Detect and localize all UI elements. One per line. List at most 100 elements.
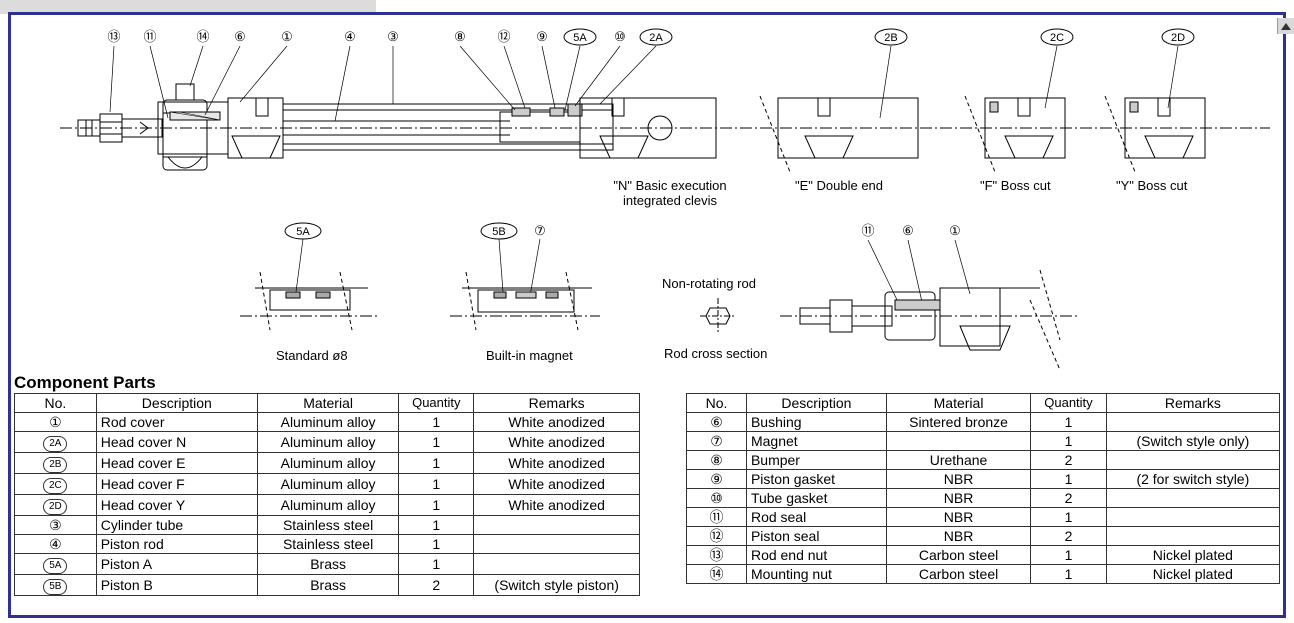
- scroll-up-button[interactable]: [1277, 18, 1294, 34]
- part-material: NBR: [885, 488, 1032, 508]
- table-row: ⑫ Piston seal NBR 2: [686, 526, 1281, 546]
- callout-13: ⑬: [107, 29, 120, 44]
- part-description: Head cover F: [95, 473, 258, 495]
- top-gray-bar: [0, 0, 376, 14]
- part-description: Piston gasket: [745, 469, 887, 489]
- part-no-badge: 2C: [43, 478, 68, 494]
- svg-text:5B: 5B: [492, 226, 505, 238]
- svg-text:⑥: ⑥: [902, 223, 914, 238]
- part-quantity: 1: [398, 494, 475, 516]
- part-no: ⑦: [686, 431, 747, 451]
- part-description: Magnet: [745, 431, 887, 451]
- callout-2d: 2D: [1171, 32, 1185, 44]
- part-description: Rod cover: [95, 412, 258, 432]
- part-material: NBR: [885, 507, 1032, 527]
- part-no: ⑨: [686, 469, 747, 489]
- callout-2a: 2A: [649, 32, 663, 44]
- part-material: Brass: [256, 574, 400, 596]
- parts-table-left: No. Description Material Quantity Remark…: [14, 393, 640, 596]
- part-no: ⑬: [686, 545, 747, 565]
- view-n-label: "N" Basic execution integrated clevis: [590, 178, 750, 208]
- table-row: ⑬ Rod end nut Carbon steel 1 Nickel plat…: [686, 545, 1281, 565]
- table-row: ⑧ Bumper Urethane 2: [686, 450, 1281, 470]
- view-n-label-line1: "N" Basic execution: [613, 178, 727, 193]
- part-remarks: (Switch style piston): [473, 574, 640, 596]
- part-remarks: White anodized: [473, 431, 640, 453]
- callout-5a: 5A: [573, 32, 587, 44]
- header-remarks: Remarks: [473, 393, 640, 413]
- part-remarks: (Switch style only): [1105, 431, 1281, 451]
- view-e: [759, 95, 919, 173]
- part-no-badge: 5B: [43, 579, 68, 595]
- table-row: 2A Head cover N Aluminum alloy 1 White a…: [14, 431, 640, 453]
- part-material: Aluminum alloy: [256, 494, 400, 516]
- non-rotating-rod-label: Non-rotating rod: [662, 276, 756, 291]
- part-material: Aluminum alloy: [256, 473, 400, 495]
- table-row: 2D Head cover Y Aluminum alloy 1 White a…: [14, 494, 640, 516]
- header-material: Material: [256, 393, 400, 413]
- callout-1: ①: [281, 29, 293, 44]
- part-remarks: White anodized: [473, 494, 640, 516]
- callout-11: ⑪: [143, 29, 156, 44]
- mounting-nut: [162, 83, 208, 171]
- header-description: Description: [745, 393, 887, 413]
- table-header-row: No. Description Material Quantity Remark…: [14, 393, 640, 413]
- part-material: Aluminum alloy: [256, 412, 400, 432]
- part-no: ⑩: [686, 488, 747, 508]
- part-description: Rod seal: [745, 507, 887, 527]
- svg-text:①: ①: [949, 223, 961, 238]
- part-description: Mounting nut: [745, 564, 887, 584]
- part-quantity: 1: [398, 515, 475, 535]
- svg-text:⑦: ⑦: [534, 223, 546, 238]
- part-quantity: 1: [398, 473, 475, 495]
- table-row: ⑪ Rod seal NBR 1: [686, 507, 1281, 527]
- part-no: ⑥: [686, 412, 747, 432]
- part-quantity: 1: [1030, 412, 1107, 432]
- part-remarks: [1105, 450, 1281, 470]
- piston-magnet-label: Built-in magnet: [486, 348, 573, 363]
- part-remarks: [473, 534, 640, 554]
- part-material: Aluminum alloy: [256, 452, 400, 474]
- callout-4: ④: [344, 29, 356, 44]
- part-no: ⑭: [686, 564, 747, 584]
- part-description: Bushing: [745, 412, 887, 432]
- header-no: No.: [14, 393, 97, 413]
- part-remarks: Nickel plated: [1105, 564, 1281, 584]
- part-no-badge: 2D: [43, 499, 68, 515]
- part-description: Piston A: [95, 553, 258, 575]
- piston-standard-label: Standard ø8: [276, 348, 348, 363]
- part-remarks: White anodized: [473, 452, 640, 474]
- header-remarks: Remarks: [1105, 393, 1281, 413]
- part-material: NBR: [885, 526, 1032, 546]
- part-description: Tube gasket: [745, 488, 887, 508]
- table-row: ⑥ Bushing Sintered bronze 1: [686, 412, 1281, 432]
- part-quantity: 2: [1030, 450, 1107, 470]
- part-no: 5A: [14, 553, 97, 575]
- part-no-badge: 5A: [43, 558, 68, 574]
- part-remarks: [1105, 412, 1281, 432]
- part-no: 2D: [14, 494, 97, 516]
- part-material: Stainless steel: [256, 515, 400, 535]
- callout-2b: 2B: [884, 32, 897, 44]
- part-no: 5B: [14, 574, 97, 596]
- header-quantity: Quantity: [398, 393, 475, 413]
- part-quantity: 1: [398, 452, 475, 474]
- part-no: ⑪: [686, 507, 747, 527]
- part-description: Cylinder tube: [95, 515, 258, 535]
- part-remarks: [1105, 507, 1281, 527]
- header-quantity: Quantity: [1030, 393, 1107, 413]
- part-material: Stainless steel: [256, 534, 400, 554]
- non-rotating-rod-detail: ⑪ ⑥ ①: [700, 223, 1080, 371]
- part-quantity: 1: [398, 431, 475, 453]
- part-quantity: 1: [1030, 469, 1107, 489]
- part-description: Piston B: [95, 574, 258, 596]
- part-quantity: 2: [1030, 488, 1107, 508]
- callout-6: ⑥: [234, 29, 246, 44]
- cylinder-drawing: ⑬ ⑪ ⑭ ⑥ ① ④ ③ ⑧ ⑫ ⑨ ⑩ 5A 2A 2B 2C 2D: [60, 28, 1270, 371]
- part-material: Urethane: [885, 450, 1032, 470]
- part-no: ⑧: [686, 450, 747, 470]
- part-description: Rod end nut: [745, 545, 887, 565]
- cylinder-tube: [282, 103, 614, 151]
- part-no: ①: [14, 412, 97, 432]
- part-description: Bumper: [745, 450, 887, 470]
